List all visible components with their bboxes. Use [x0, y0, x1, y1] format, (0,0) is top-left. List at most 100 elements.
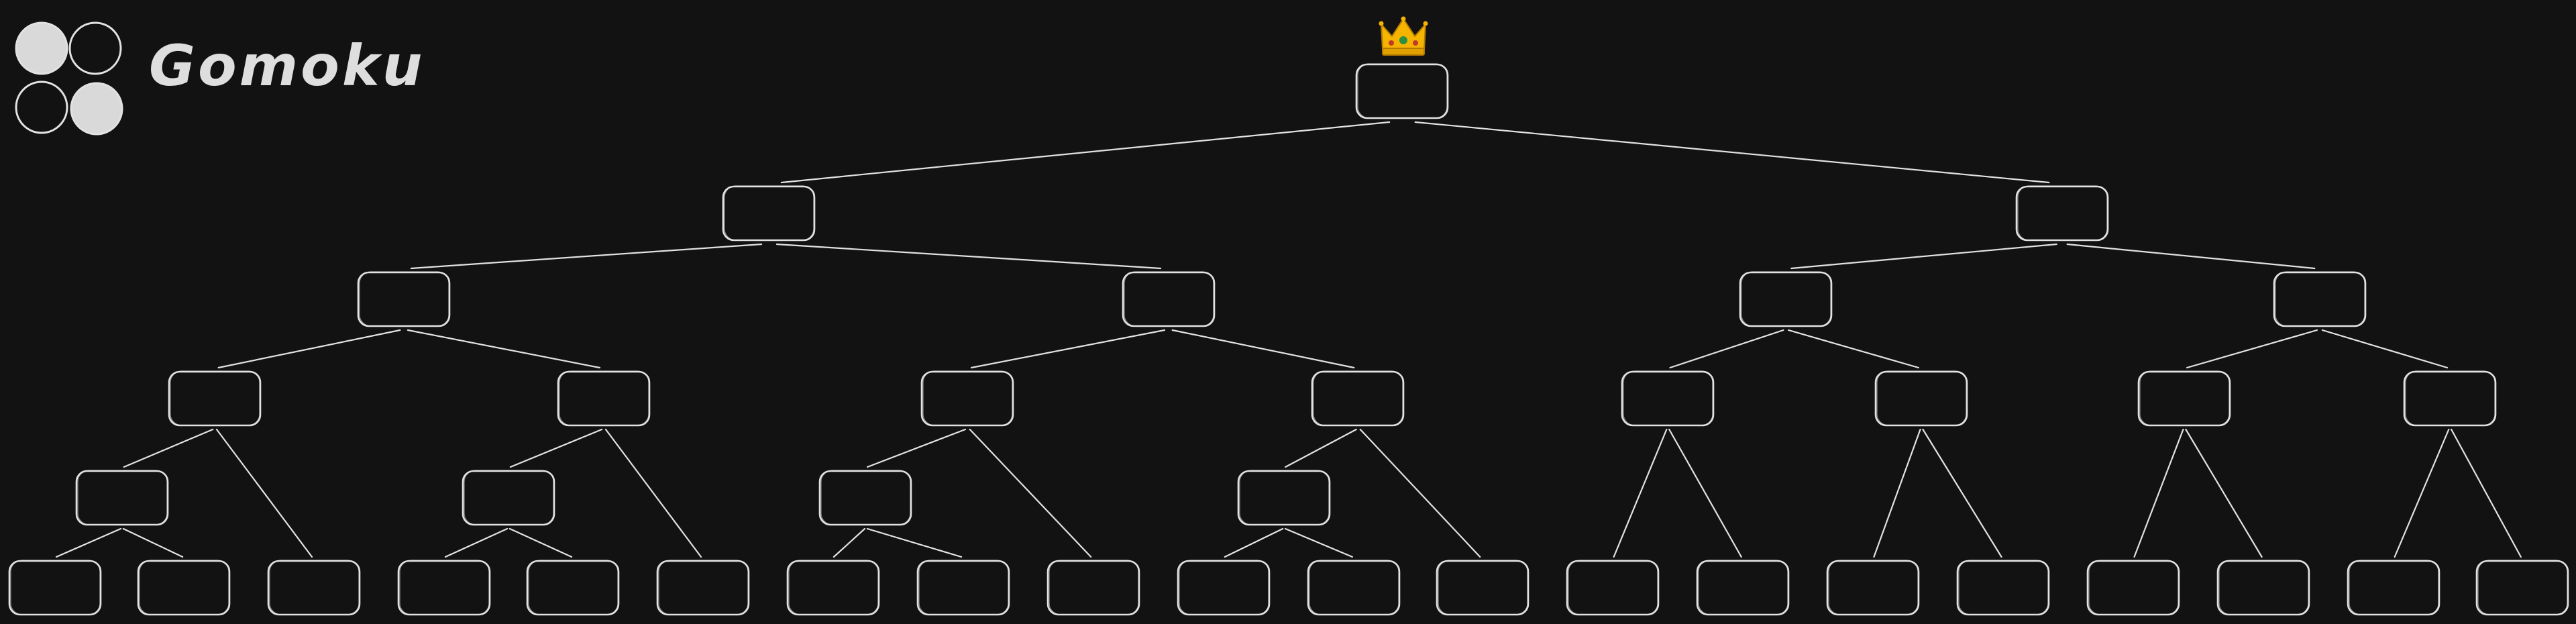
tree-edge: [1613, 428, 1668, 558]
tree-node-outline: [2017, 185, 2108, 241]
tree-node[interactable]: [2403, 370, 2497, 427]
tree-edge: [1171, 329, 1355, 369]
tree-node-outline: [77, 470, 168, 525]
tree-node-box: [1696, 560, 1790, 616]
tree-node[interactable]: [1122, 271, 1216, 327]
tree-node-box: [916, 560, 1010, 616]
tree-node-box: [1621, 370, 1715, 427]
tree-edge: [1224, 527, 1284, 558]
tree-edge: [410, 243, 763, 270]
tree-node-box: [1874, 370, 1968, 427]
tree-edge: [2186, 329, 2318, 369]
tree-node[interactable]: [722, 185, 816, 242]
tree-node-box: [1046, 560, 1140, 616]
tree-node-box: [786, 560, 880, 616]
tree-node[interactable]: [2137, 370, 2231, 427]
tree-node[interactable]: [2475, 560, 2569, 616]
tree-node-outline: [820, 470, 911, 525]
tree-node-box: [1311, 370, 1405, 427]
tree-node-box: [1566, 560, 1660, 616]
tree-node[interactable]: [1696, 560, 1790, 616]
tree-node-outline: [399, 560, 490, 615]
tree-node[interactable]: [1311, 370, 1405, 427]
tree-node-box: [462, 470, 555, 526]
tree-node-outline: [1313, 370, 1403, 426]
tree-node-box: [267, 560, 361, 616]
tree-node[interactable]: [1177, 560, 1271, 616]
tree-node[interactable]: [2273, 271, 2367, 327]
tree-node[interactable]: [397, 560, 491, 616]
tree-edge: [1790, 243, 2057, 270]
tree-edge: [1285, 428, 1357, 468]
tree-node[interactable]: [656, 560, 750, 616]
tree-node[interactable]: [1237, 470, 1331, 526]
tree-edge: [1284, 527, 1354, 558]
tree-edge: [604, 428, 702, 558]
tree-node-outline: [1239, 470, 1330, 525]
tree-node-outline: [2218, 560, 2309, 615]
tree-edge: [55, 527, 122, 558]
tree-edge: [969, 428, 1092, 558]
tree-node-outline: [918, 560, 1009, 615]
tree-node[interactable]: [1355, 63, 1449, 119]
tree-node-box: [357, 271, 451, 327]
tree-node[interactable]: [1739, 271, 1833, 327]
tree-node[interactable]: [2216, 560, 2310, 616]
tree-node[interactable]: [1874, 370, 1968, 427]
tree-edge: [509, 428, 603, 468]
tree-node-outline: [1828, 560, 1919, 615]
tree-node-box: [1307, 560, 1401, 616]
tree-node-outline: [2405, 370, 2496, 426]
tree-node-outline: [1049, 560, 1139, 615]
tree-node[interactable]: [526, 560, 620, 616]
tree-edge: [2185, 428, 2263, 558]
tree-node[interactable]: [1956, 560, 2050, 616]
tree-node-outline: [359, 271, 449, 327]
tree-node[interactable]: [75, 470, 169, 526]
tree-node[interactable]: [1436, 560, 1529, 616]
tree-node-box: [137, 560, 231, 616]
tree-edge: [2066, 243, 2316, 270]
tree-node[interactable]: [267, 560, 361, 616]
tree-edge: [2133, 428, 2184, 558]
gomoku-stones-icon: [15, 21, 123, 136]
tree-node[interactable]: [357, 271, 451, 327]
tree-node-box: [1739, 271, 1833, 327]
tree-node-outline: [1958, 560, 2049, 615]
tree-node-box: [2273, 271, 2367, 327]
tree-node[interactable]: [2086, 560, 2180, 616]
tree-node-outline: [10, 560, 101, 615]
tree-node[interactable]: [786, 560, 880, 616]
tree-node[interactable]: [916, 560, 1010, 616]
tree-edge: [217, 329, 401, 369]
tree-node-box: [397, 560, 491, 616]
tree-node-outline: [139, 560, 229, 615]
tree-node-outline: [724, 185, 814, 241]
tree-node-outline: [2349, 560, 2439, 615]
tree-edge: [866, 428, 967, 468]
tree-node[interactable]: [920, 370, 1014, 427]
tree-node-outline: [528, 560, 619, 615]
tree-node[interactable]: [137, 560, 231, 616]
tree-node[interactable]: [557, 370, 651, 427]
tree-node-box: [8, 560, 102, 616]
tree-node[interactable]: [2347, 560, 2440, 616]
tree-node[interactable]: [1046, 560, 1140, 616]
tree-node-outline: [658, 560, 749, 615]
tree-node[interactable]: [1307, 560, 1401, 616]
tree-node-box: [2137, 370, 2231, 427]
app-title: Gomoku: [149, 33, 425, 99]
tree-node[interactable]: [168, 370, 262, 427]
tree-node[interactable]: [1621, 370, 1715, 427]
tree-edge: [2451, 428, 2522, 558]
tree-node[interactable]: [818, 470, 912, 526]
tree-node[interactable]: [1826, 560, 1920, 616]
tree-node[interactable]: [8, 560, 102, 616]
tree-edge: [2394, 428, 2450, 558]
tree-node[interactable]: [1566, 560, 1660, 616]
tree-node[interactable]: [462, 470, 555, 526]
tree-node[interactable]: [2015, 185, 2109, 242]
tree-edge: [1669, 329, 1784, 369]
tree-edge: [970, 329, 1166, 369]
